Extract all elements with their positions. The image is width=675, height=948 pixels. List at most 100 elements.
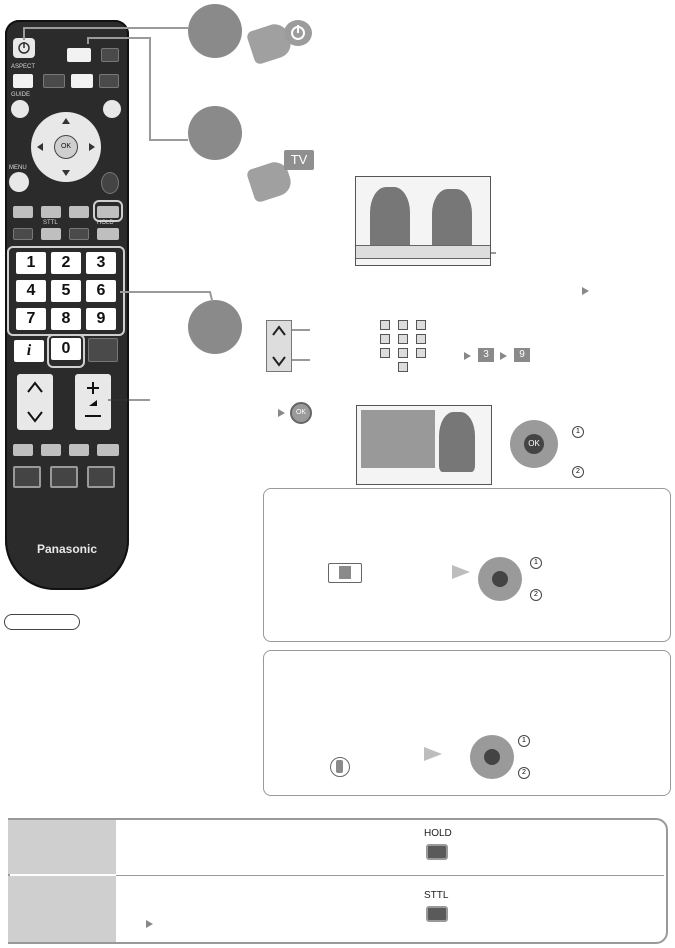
top-right-button[interactable] xyxy=(101,48,119,62)
menu-button[interactable] xyxy=(9,172,29,192)
seq-key-3: 3 xyxy=(478,348,494,362)
color-button-2[interactable] xyxy=(41,206,61,218)
tv-screen-menu xyxy=(356,405,492,485)
mini-num-5 xyxy=(398,334,408,344)
ok-pad-illustration: OK xyxy=(510,420,558,468)
hold-key-illustration xyxy=(426,844,448,860)
channel-rocker[interactable] xyxy=(17,374,53,430)
menu-overlay xyxy=(361,410,435,468)
panel-arrow-icon xyxy=(452,565,470,579)
num-button-0[interactable]: 0 xyxy=(51,338,81,360)
panel2-step-2: 2 xyxy=(518,767,530,779)
row2-button-3[interactable] xyxy=(99,74,119,88)
row-divider xyxy=(116,875,664,876)
mini-num-7 xyxy=(380,348,390,358)
ok-pad-center: OK xyxy=(524,434,544,454)
info-panel: 1 2 xyxy=(263,488,671,642)
panel-arrow-icon xyxy=(424,747,442,761)
num-button-3[interactable]: 3 xyxy=(86,252,116,274)
brand-logo: Panasonic xyxy=(36,542,98,556)
seq-arrow-icon-1 xyxy=(464,352,471,360)
panel-step-2: 2 xyxy=(530,589,542,601)
step-circle-2 xyxy=(188,106,242,160)
reference-arrow-icon xyxy=(146,920,153,928)
row2-button-2[interactable] xyxy=(71,74,93,88)
bottom-table: HOLD STTL xyxy=(0,818,675,946)
info-button[interactable]: i xyxy=(14,340,44,362)
ok-arrow-icon xyxy=(278,409,285,417)
num-button-8[interactable]: 8 xyxy=(51,308,81,330)
sttl-button[interactable] xyxy=(41,228,61,240)
num-button-4[interactable]: 4 xyxy=(16,280,46,302)
num-button-9[interactable]: 9 xyxy=(86,308,116,330)
color-button-3[interactable] xyxy=(69,206,89,218)
num-button-7[interactable]: 7 xyxy=(16,308,46,330)
lower-row2-button-1[interactable] xyxy=(13,466,41,488)
num-button-6[interactable]: 6 xyxy=(86,280,116,302)
lower-row1-button-2[interactable] xyxy=(41,444,61,456)
text-button[interactable] xyxy=(13,228,33,240)
mini-num-9 xyxy=(416,348,426,358)
power-icon xyxy=(291,25,305,40)
info-banner xyxy=(356,245,490,259)
mini-num-6 xyxy=(416,334,426,344)
num-button-5[interactable]: 5 xyxy=(51,280,81,302)
hold-label: HOLD xyxy=(97,220,114,226)
dpad-arrows-icon xyxy=(37,118,95,176)
num-button-2[interactable]: 2 xyxy=(51,252,81,274)
channel-updown-illustration xyxy=(266,320,292,372)
person-left xyxy=(370,187,410,251)
last-view-key-illustration xyxy=(330,757,350,777)
reference-arrow-icon xyxy=(582,287,589,295)
guide-button[interactable] xyxy=(11,100,29,118)
last-view-button[interactable] xyxy=(88,338,118,362)
note-pill xyxy=(4,614,80,630)
mini-num-1 xyxy=(380,320,390,330)
info-key-illustration xyxy=(328,563,362,583)
guide-label: GUIDE xyxy=(11,92,31,98)
sttl-caption: STTL xyxy=(424,890,449,901)
mini-num-8 xyxy=(398,348,408,358)
ok-pad-center xyxy=(492,571,508,587)
aspect-button[interactable] xyxy=(13,74,33,88)
pad-step-1: 1 xyxy=(572,426,584,438)
hold-caption: HOLD xyxy=(424,828,452,839)
tv-key-illustration: TV xyxy=(284,150,314,170)
hold-button[interactable] xyxy=(97,228,119,240)
sttl-key-illustration xyxy=(426,906,448,922)
return-button[interactable] xyxy=(101,172,119,194)
color-button-4[interactable] xyxy=(97,206,119,218)
power-icon xyxy=(18,42,30,54)
person-right xyxy=(432,189,472,251)
exit-button[interactable] xyxy=(103,100,121,118)
channel-arrows-icon xyxy=(27,381,43,423)
seq-key-9: 9 xyxy=(514,348,530,362)
bottom-row-label-1 xyxy=(8,820,116,874)
ok-button[interactable]: OK xyxy=(54,135,78,159)
channel-arrows-icon xyxy=(272,325,286,367)
zero-highlight xyxy=(47,334,85,368)
ok-pad-illustration xyxy=(478,557,522,601)
row2-button-1[interactable] xyxy=(43,74,65,88)
lower-row2-button-2[interactable] xyxy=(50,466,78,488)
hold-highlight xyxy=(93,200,123,222)
aspect-label: ASPECT xyxy=(11,64,36,70)
ok-key-illustration: OK xyxy=(290,402,312,424)
index-button[interactable] xyxy=(69,228,89,240)
num-button-1[interactable]: 1 xyxy=(16,252,46,274)
pad-step-2: 2 xyxy=(572,466,584,478)
input-tv-button[interactable] xyxy=(67,48,91,62)
lower-row1-button-1[interactable] xyxy=(13,444,33,456)
sttl-label: STTL xyxy=(43,220,58,226)
panel2-step-1: 1 xyxy=(518,735,530,747)
lower-row1-button-4[interactable] xyxy=(97,444,119,456)
lower-row2-button-3[interactable] xyxy=(87,466,115,488)
bottom-row-label-2 xyxy=(8,876,116,942)
volume-rocker[interactable] xyxy=(75,374,111,430)
volume-plus-minus-icon xyxy=(85,382,101,417)
mini-num-4 xyxy=(380,334,390,344)
power-button[interactable] xyxy=(13,38,35,58)
color-button-1[interactable] xyxy=(13,206,33,218)
step-circle-3 xyxy=(188,300,242,354)
lower-row1-button-3[interactable] xyxy=(69,444,89,456)
